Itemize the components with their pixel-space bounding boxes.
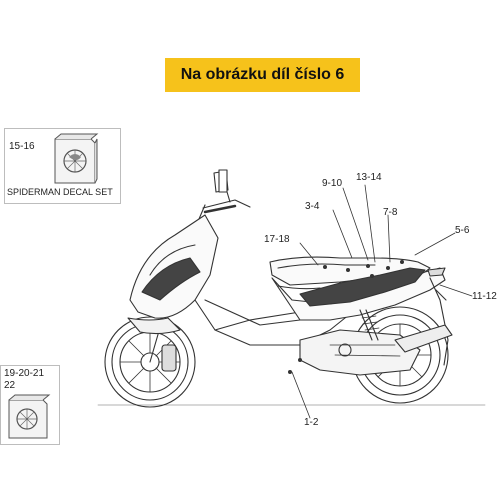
side-decal — [299, 267, 426, 307]
callout-11-12[interactable]: 11-12 — [472, 291, 497, 302]
decal-set-package-icon — [8, 394, 51, 439]
rear-mudguard — [429, 277, 449, 366]
exhaust — [394, 324, 453, 353]
mirror — [218, 169, 228, 193]
inset-part-numbers-line2: 22 — [4, 380, 16, 391]
decal-set-package-icon — [54, 133, 99, 184]
callout-3-4[interactable]: 3-4 — [305, 201, 320, 212]
front-decal — [141, 257, 201, 301]
tail-light — [427, 267, 446, 277]
highlighted-part-banner: Na obrázku díl číslo 6 — [165, 58, 360, 92]
callout-1-2[interactable]: 1-2 — [304, 417, 319, 428]
inset-part-numbers: 15-16 — [9, 141, 35, 152]
inset-caption: SPIDERMAN DECAL SET — [7, 187, 113, 197]
inset-part-numbers-line1: 19-20-21 — [4, 368, 45, 379]
banner-text: Na obrázku díl číslo 6 — [180, 66, 345, 83]
rear-shock — [359, 309, 379, 341]
front-wheel — [104, 316, 196, 408]
decal-set-inset-2[interactable]: 19-20-21 22 — [0, 365, 60, 445]
callout-13-14[interactable]: 13-14 — [356, 172, 382, 183]
callout-17-18[interactable]: 17-18 — [264, 234, 290, 245]
decal-set-inset[interactable]: 15-16 SPIDERMAN DECAL SET — [4, 128, 121, 204]
callout-5-6[interactable]: 5-6 — [455, 225, 470, 236]
callout-9-10[interactable]: 9-10 — [322, 178, 343, 189]
callout-7-8[interactable]: 7-8 — [383, 207, 398, 218]
leader-lines — [291, 184, 473, 419]
engine — [299, 329, 421, 376]
